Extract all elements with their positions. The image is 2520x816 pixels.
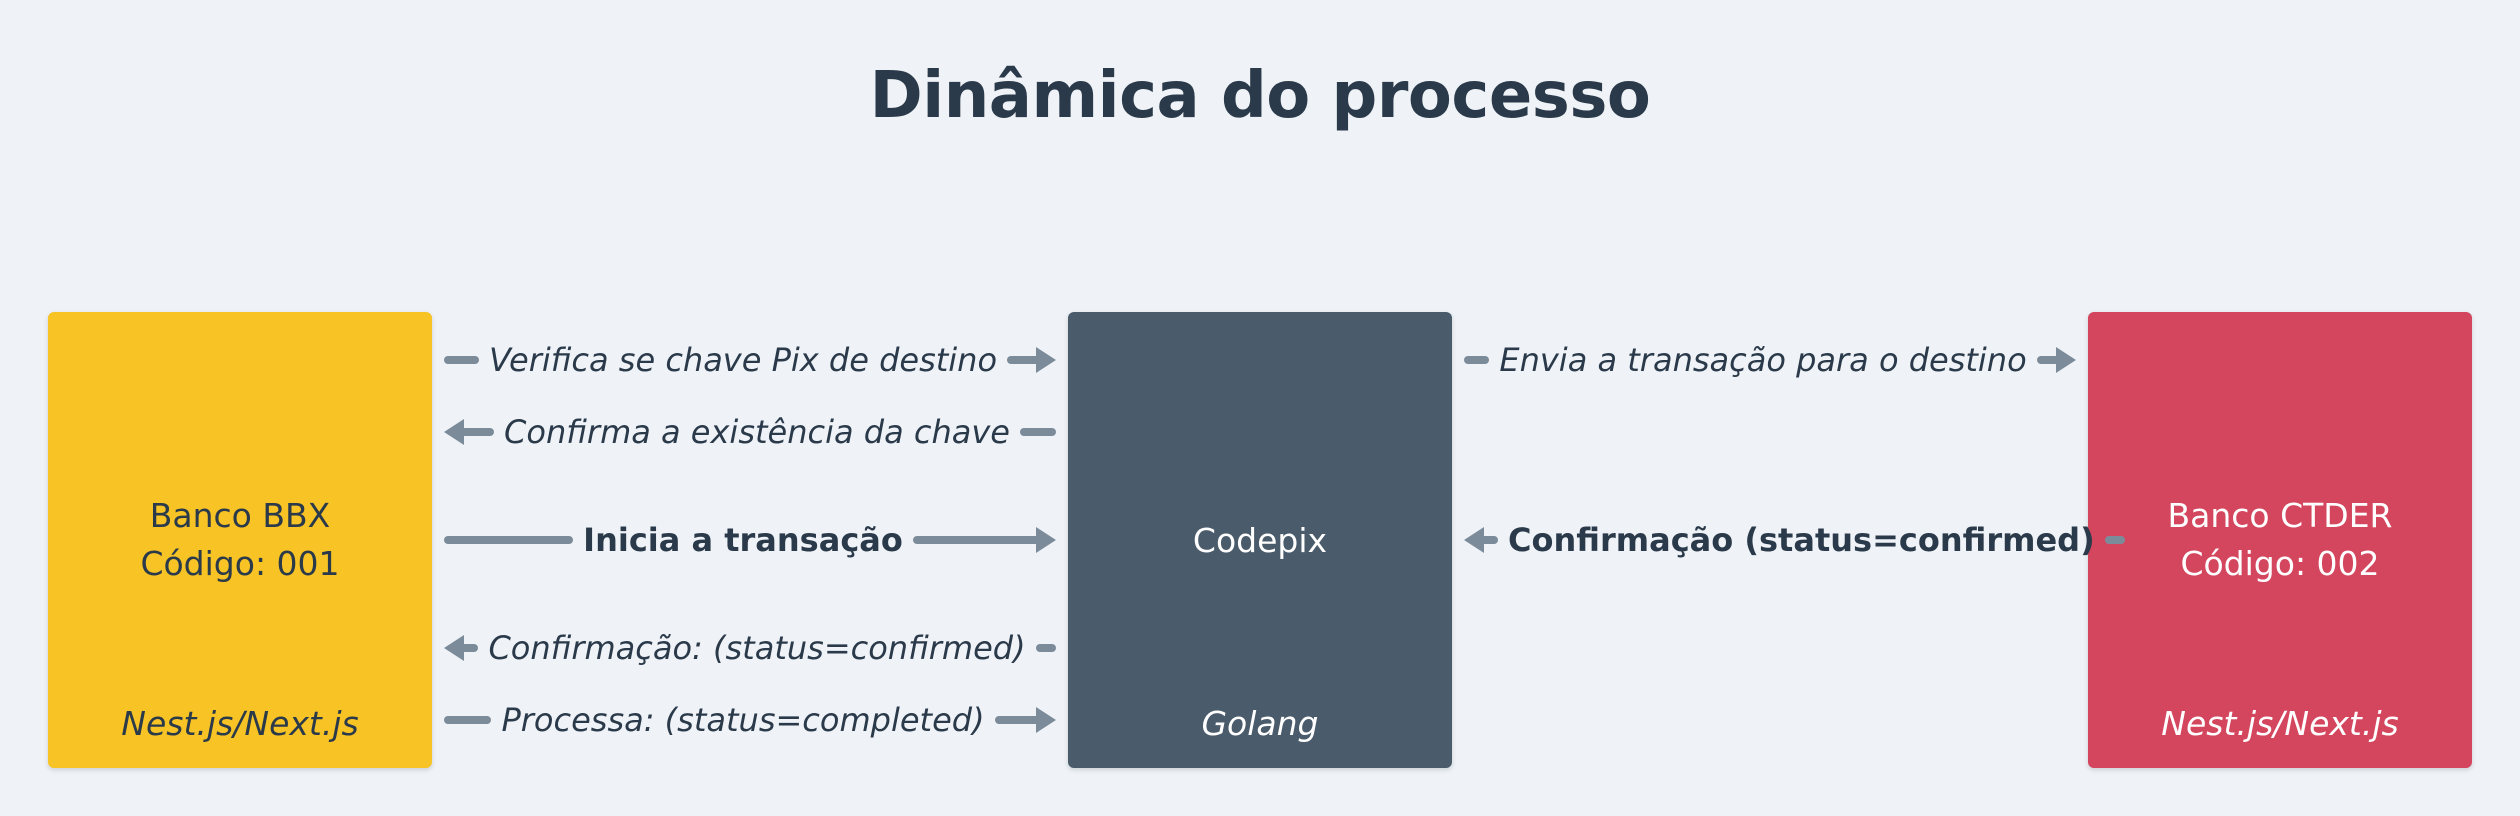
bank-ctder-code: Código: 002: [2180, 544, 2380, 583]
message-arrow-confirmation-ctder: Confirmação (status=confirmed): [1464, 512, 2125, 568]
arrow-line: [912, 536, 1043, 544]
diagram-title: Dinâmica do processo: [869, 59, 1651, 133]
codepix-name: Codepix: [1192, 521, 1328, 560]
message-label: Confirma a existência da chave: [504, 413, 1010, 451]
message-label: Confirmação: (status=confirmed): [488, 629, 1026, 667]
bank-ctder-tech: Nest.js/Next.js: [2161, 704, 2399, 743]
bank-bbx-box: Banco BBX Código: 001 Nest.js/Next.js: [48, 312, 432, 768]
arrow-right-icon: [1036, 527, 1057, 553]
arrow-line: [444, 536, 574, 544]
message-arrow-send-transaction: Envia a transação para o destino: [1464, 332, 2077, 388]
arrow-line: [1007, 356, 1043, 364]
codepix-tech: Golang: [1201, 704, 1319, 743]
codepix-box: Codepix Golang: [1068, 312, 1452, 768]
arrow-line: [1019, 428, 1056, 436]
bank-bbx-code: Código: 001: [140, 544, 340, 583]
message-label: Inicia a transação: [583, 521, 903, 559]
arrow-line: [444, 716, 492, 724]
message-label: Verifica se chave Pix de destino: [488, 341, 998, 379]
message-arrow-start-transaction: Inicia a transação: [444, 512, 1057, 568]
arrow-line: [458, 428, 495, 436]
message-label: Envia a transação para o destino: [1499, 341, 2027, 379]
arrow-line: [2104, 536, 2125, 544]
arrow-left-icon: [444, 635, 464, 661]
message-arrow-confirmation-bbx: Confirmação: (status=confirmed): [444, 620, 1057, 676]
message-label: Confirmação (status=confirmed): [1508, 521, 2095, 559]
arrow-right-icon: [1036, 707, 1057, 733]
arrow-left-icon: [1464, 527, 1484, 553]
arrow-right-icon: [1036, 347, 1057, 373]
arrow-line: [1464, 356, 1490, 364]
arrow-left-icon: [444, 419, 464, 445]
message-arrow-confirm-key: Confirma a existência da chave: [444, 404, 1056, 460]
bank-bbx-name: Banco BBX: [149, 496, 331, 535]
arrow-right-icon: [2056, 347, 2077, 373]
message-arrow-process: Processa: (status=completed): [444, 692, 1057, 748]
arrow-line: [458, 644, 479, 652]
message-label: Processa: (status=completed): [501, 701, 985, 739]
bank-bbx-tech: Nest.js/Next.js: [121, 704, 359, 743]
arrow-line: [1478, 536, 1498, 544]
arrow-line: [444, 356, 479, 364]
bank-ctder-box: Banco CTDER Código: 002 Nest.js/Next.js: [2088, 312, 2472, 768]
bank-ctder-label: Banco CTDER Código: 002: [2088, 492, 2472, 588]
message-arrow-verify-key: Verifica se chave Pix de destino: [444, 332, 1057, 388]
bank-ctder-name: Banco CTDER: [2167, 496, 2393, 535]
arrow-line: [1035, 644, 1057, 652]
bank-bbx-label: Banco BBX Código: 001: [48, 492, 432, 588]
arrow-line: [994, 716, 1043, 724]
arrow-line: [2036, 356, 2063, 364]
